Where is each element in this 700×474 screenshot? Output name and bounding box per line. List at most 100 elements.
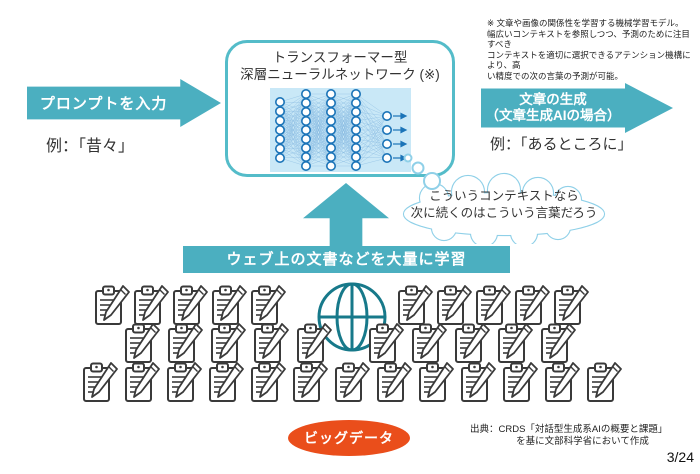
clipboard-document-icon xyxy=(538,322,578,364)
nn-node xyxy=(382,153,393,164)
learning-up-arrow xyxy=(303,183,389,247)
clipboard-document-icon xyxy=(165,322,205,364)
big-data-badge: ビッグデータ xyxy=(288,420,410,456)
nn-node xyxy=(325,89,336,99)
output-arrow-label-line1: 文章の生成 xyxy=(519,92,587,107)
clipboard-document-icon xyxy=(122,322,162,364)
clipboard-document-icon xyxy=(542,361,582,403)
output-example-text: 例：「あるところに」 xyxy=(490,136,633,153)
clipboard-document-icon xyxy=(332,361,372,403)
clipboard-document-icon xyxy=(131,284,171,326)
neural-network-graphic xyxy=(270,88,411,172)
nn-node xyxy=(325,142,336,153)
nn-node xyxy=(351,124,362,135)
nn-node xyxy=(325,98,336,108)
thought-bubble-line1: こういうコンテキストなら xyxy=(429,189,579,203)
thought-bubble-text: こういうコンテキストなら 次に続くのはこういう言葉だろう xyxy=(398,188,610,222)
source-line1: 出典：CRDS「対話型生成系AIの概要と課題」 xyxy=(470,424,668,435)
clipboard-document-icon xyxy=(122,361,162,403)
source-line2: を基に文部科学省において作成 xyxy=(516,435,649,447)
globe-icon xyxy=(317,282,387,352)
clipboard-document-icon xyxy=(434,284,474,326)
input-arrow: プロンプトを入力 xyxy=(27,79,221,127)
footnote-line: い精度での次の言葉の予測が可能。 xyxy=(487,70,624,81)
nn-node xyxy=(325,106,336,117)
clipboard-document-icon xyxy=(248,361,288,403)
output-arrow-label: 文章の生成 （文章生成AIの場合） xyxy=(481,92,625,124)
nn-node xyxy=(382,110,393,121)
nn-node xyxy=(275,143,285,154)
nn-node xyxy=(325,115,336,126)
nn-node xyxy=(325,133,336,144)
thought-bubble-trail xyxy=(403,153,441,190)
thought-bubble xyxy=(402,153,606,244)
transformer-title-line1: トランスフォーマー型 xyxy=(272,50,408,65)
clipboard-document-icon xyxy=(551,284,591,326)
nn-node xyxy=(382,124,393,135)
clipboard-document-icon xyxy=(473,284,513,326)
nn-node xyxy=(300,106,311,117)
nn-node xyxy=(275,134,285,145)
nn-node xyxy=(325,161,336,172)
clipboard-document-icon xyxy=(164,361,204,403)
clipboard-document-icon xyxy=(209,284,249,326)
input-arrow-label: プロンプトを入力 xyxy=(39,95,168,113)
clipboard-document-icon xyxy=(290,361,330,403)
nn-node xyxy=(275,153,285,164)
clipboard-document-icon xyxy=(584,361,624,403)
output-arrow-label-line2: （文章生成AIの場合） xyxy=(485,108,621,123)
transformer-title-line2: 深層ニューラルネットワーク (※) xyxy=(240,67,440,82)
source-citation: 出典：CRDS「対話型生成系AIの概要と課題」 を基に文部科学省において作成 xyxy=(470,424,695,447)
page-number: 3/24 xyxy=(666,449,694,465)
nn-node xyxy=(351,161,362,172)
input-example-text: 例：「昔々」 xyxy=(46,138,135,155)
transformer-box: トランスフォーマー型 深層ニューラルネットワーク (※) xyxy=(225,40,455,177)
nn-node xyxy=(300,142,311,153)
nn-node xyxy=(300,133,311,144)
clipboard-document-icon xyxy=(208,322,248,364)
nn-node xyxy=(351,115,362,126)
nn-node xyxy=(275,115,285,126)
nn-node xyxy=(300,89,311,99)
clipboard-document-icon xyxy=(248,284,288,326)
nn-node xyxy=(275,97,285,107)
nn-node xyxy=(325,152,336,163)
clipboard-document-icon xyxy=(92,284,132,326)
clipboard-document-icon xyxy=(512,284,552,326)
footnote-line: 幅広いコンテキストを参照しつつ、予測のために注目すべき xyxy=(487,28,690,50)
nn-node xyxy=(300,161,311,172)
nn-node xyxy=(325,124,336,135)
clipboard-document-icon xyxy=(251,322,291,364)
nn-node xyxy=(351,106,362,117)
nn-node xyxy=(300,152,311,163)
clipboard-document-icon xyxy=(206,361,246,403)
clipboard-document-icon xyxy=(170,284,210,326)
clipboard-document-icon xyxy=(500,361,540,403)
nn-node xyxy=(351,98,362,108)
nn-node xyxy=(300,124,311,135)
clipboard-document-icon xyxy=(416,361,456,403)
clipboard-document-icon xyxy=(409,322,449,364)
clipboard-document-icon xyxy=(374,361,414,403)
clipboard-document-icon xyxy=(80,361,120,403)
clipboard-document-icon xyxy=(495,322,535,364)
learning-banner: ウェブ上の文書などを大量に学習 xyxy=(183,246,510,273)
nn-node xyxy=(351,89,362,99)
nn-node xyxy=(300,98,311,108)
transformer-title: トランスフォーマー型 深層ニューラルネットワーク (※) xyxy=(228,49,452,83)
nn-node xyxy=(275,124,285,135)
nn-node xyxy=(275,106,285,117)
footnote-line: コンテキストを適切に選択できるアテンション機構により、高 xyxy=(487,49,691,71)
nn-node xyxy=(351,142,362,153)
clipboard-document-icon xyxy=(452,322,492,364)
footnote-line: ※ 文章や画像の関係性を学習する機械学習モデル。 xyxy=(487,18,684,28)
footnote: ※ 文章や画像の関係性を学習する機械学習モデル。 幅広いコンテキストを参照しつつ… xyxy=(487,18,697,81)
nn-node xyxy=(382,138,393,149)
clipboard-document-icon xyxy=(395,284,435,326)
clipboard-document-icon xyxy=(458,361,498,403)
output-arrow: 文章の生成 （文章生成AIの場合） xyxy=(481,83,673,133)
nn-node xyxy=(300,115,311,126)
nn-node xyxy=(351,152,362,163)
thought-bubble-line2: 次に続くのはこういう言葉だろう xyxy=(410,206,598,220)
